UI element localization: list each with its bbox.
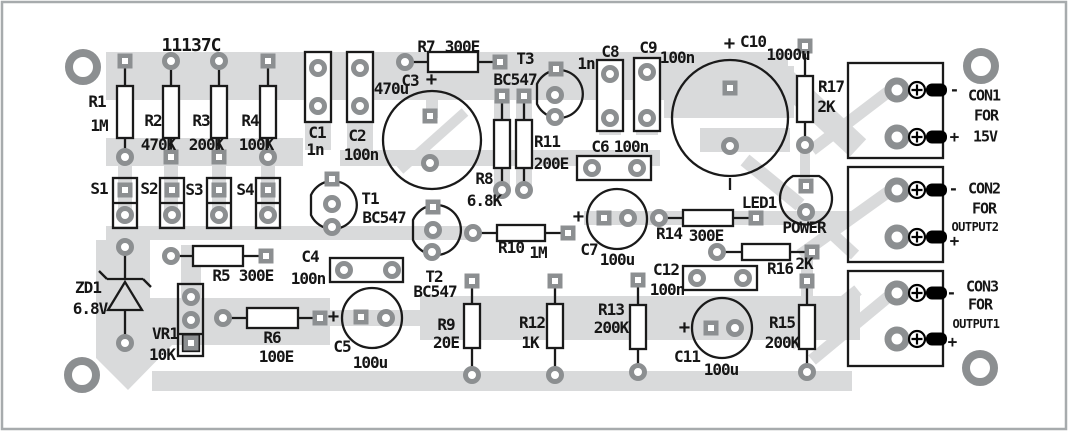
con3-terminal-minus xyxy=(888,284,947,302)
capacitor-c7 xyxy=(585,187,649,251)
resistor-r15 xyxy=(797,281,817,372)
resistor-r6 xyxy=(223,306,320,330)
zener-diode-zd1 xyxy=(98,254,152,336)
capacitor-c3 xyxy=(381,89,483,191)
resistor-r16 xyxy=(717,242,812,262)
mounting-hole-bottom-left xyxy=(68,361,96,389)
mounting-hole-top-right xyxy=(967,52,995,80)
mounting-hole-top-left xyxy=(69,53,97,81)
resistor-r4 xyxy=(258,61,278,157)
resistor-r10 xyxy=(473,223,568,243)
capacitor-c10 xyxy=(670,58,790,190)
resistor-r7 xyxy=(405,50,500,74)
switch-s2 xyxy=(158,176,186,230)
switch-s4 xyxy=(254,176,282,230)
resistor-r8 xyxy=(492,96,512,190)
capacitor-c5 xyxy=(340,286,404,350)
con1-terminal-plus xyxy=(888,128,947,146)
resistor-r12 xyxy=(545,281,565,375)
capacitor-c11 xyxy=(690,296,754,360)
mounting-hole-bottom-right xyxy=(966,354,994,382)
terminal-block-con2 xyxy=(846,165,945,264)
preset-vr1 xyxy=(176,282,205,358)
resistor-r9 xyxy=(462,281,482,375)
con2-terminal-plus xyxy=(888,228,947,246)
resistor-r11 xyxy=(514,96,534,190)
terminal-block-con3 xyxy=(846,269,945,368)
resistor-r13 xyxy=(628,280,648,372)
switch-s1 xyxy=(111,176,139,230)
con1-terminal-minus xyxy=(888,81,947,99)
resistor-r17 xyxy=(795,46,815,145)
power-led xyxy=(778,174,834,226)
con2-terminal-minus xyxy=(888,181,947,199)
switch-s3 xyxy=(205,176,233,230)
con3-terminal-plus xyxy=(888,330,947,348)
terminal-block-con1 xyxy=(846,61,945,160)
resistor-r1 xyxy=(115,61,135,157)
